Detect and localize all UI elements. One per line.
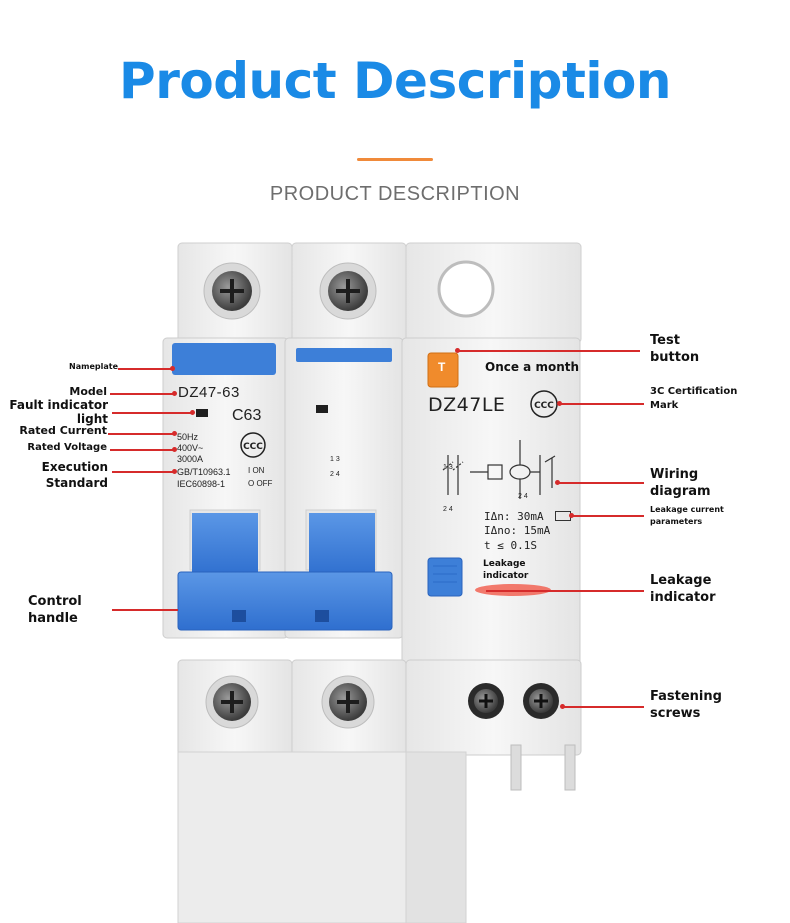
page-title: Product Description xyxy=(119,52,671,110)
test-button-label: Test button xyxy=(650,333,700,365)
test-button xyxy=(427,352,459,388)
ccc-mark-left: CCC xyxy=(240,432,266,458)
nameplate-strip-mid xyxy=(296,348,392,362)
switch-off-text: O OFF xyxy=(248,479,273,488)
control-handle-leader xyxy=(112,609,178,611)
handle-notch-mid xyxy=(315,610,329,622)
pin-right xyxy=(564,744,576,791)
fault-indicator-window xyxy=(196,409,208,417)
handle-upper-mid xyxy=(309,513,375,576)
model-leader xyxy=(110,391,177,396)
cert-mark-label: 3C Certification Mark xyxy=(650,386,738,411)
handle-upper-left xyxy=(192,513,258,576)
rated-current-leader xyxy=(108,431,177,436)
fault-indicator-leader xyxy=(112,410,195,415)
svg-text:CCC: CCC xyxy=(243,442,263,452)
wiring-diagram xyxy=(442,440,556,499)
left-rating-text: C63 xyxy=(232,407,262,424)
switch-on-text: I ON xyxy=(248,466,265,475)
leakage-indicator-label: Leakage indicator xyxy=(650,573,716,605)
nameplate-label: Nameplate xyxy=(69,362,118,371)
left-specs-text: 50Hz 400V~ 3000A xyxy=(177,432,204,464)
pin-left xyxy=(510,744,522,791)
left-pole-marks: 1 3 2 4 xyxy=(443,464,453,513)
fastening-screws-label: Fastening screws xyxy=(650,689,722,721)
nameplate-strip-left xyxy=(172,343,276,375)
wiring-diagram-leader xyxy=(555,480,644,485)
rated-voltage-leader xyxy=(110,447,177,452)
cert-mark-leader xyxy=(557,401,644,406)
right-pole-marks: 2 4 xyxy=(518,493,528,500)
bottom-screw-left xyxy=(205,675,259,729)
once-a-month-label: Once a month xyxy=(485,360,580,374)
leakage-params-text: IΔn: 30mA IΔno: 15mA t ≤ 0.1S xyxy=(484,510,551,552)
execution-standard-label: Execution Standard xyxy=(41,460,108,490)
bottom-screw-right-2 xyxy=(523,683,559,719)
model-label: Model xyxy=(69,385,107,398)
control-handle-label: Control handle xyxy=(28,594,82,626)
handle-notch-left xyxy=(232,610,246,622)
top-screw-left xyxy=(203,262,261,320)
top-hole-right xyxy=(437,260,495,318)
top-screw-mid xyxy=(319,262,377,320)
left-model-text: DZ47-63 xyxy=(178,384,240,401)
page-subtitle: PRODUCT DESCRIPTION xyxy=(269,183,521,205)
test-button-letter: T xyxy=(438,360,446,374)
leakage-indicator-inner-label: Leakage indicator xyxy=(483,559,529,581)
test-button-leader xyxy=(455,348,640,353)
leakage-params-label: Leakage current parameters xyxy=(650,505,724,526)
fastening-screws-leader xyxy=(560,704,644,709)
mid-pole-marks: 1 3 2 4 xyxy=(330,456,340,479)
rcd-body xyxy=(401,337,581,669)
base-block-right xyxy=(405,751,467,923)
leakage-indicator-button xyxy=(427,557,463,597)
fault-indicator-window-mid xyxy=(316,405,328,413)
leakage-indicator-leader xyxy=(486,590,644,592)
leakage-params-leader xyxy=(569,513,644,518)
wiring-diagram-label: Wiring diagram xyxy=(650,467,711,499)
bottom-screw-mid xyxy=(321,675,375,729)
execution-standard-leader xyxy=(112,469,177,474)
rated-voltage-label: Rated Voltage xyxy=(27,442,107,453)
svg-text:CCC: CCC xyxy=(534,401,554,411)
control-handle-bar xyxy=(177,571,393,631)
title-underline xyxy=(357,158,433,161)
left-standard-text: GB/T10963.1 IEC60898-1 xyxy=(177,467,231,489)
rated-current-label: Rated Current xyxy=(19,424,107,437)
right-model-text: DZ47LE xyxy=(428,394,506,416)
fault-indicator-label: Fault indicator light xyxy=(9,398,108,427)
bottom-screw-right-1 xyxy=(468,683,504,719)
nameplate-leader xyxy=(118,366,175,371)
